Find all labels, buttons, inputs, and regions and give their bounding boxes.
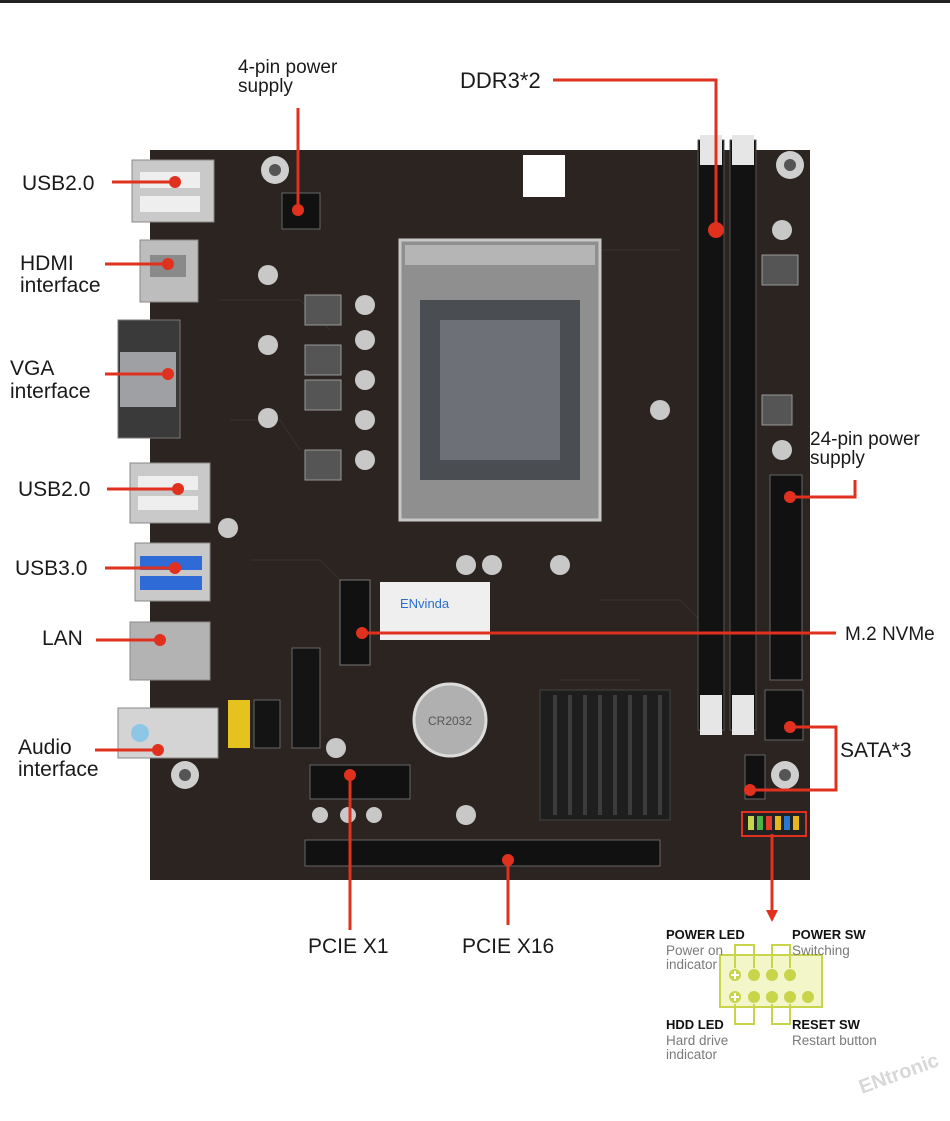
hdd-led-desc-1: Hard drive: [666, 1033, 729, 1048]
label-vga-line2: interface: [10, 380, 91, 403]
label-24pin-line2: supply: [810, 448, 865, 469]
label-audio-line2: interface: [18, 758, 99, 781]
label-hdmi-line1: HDMI: [20, 252, 74, 275]
label-hdmi-line2: interface: [20, 274, 101, 297]
front-panel-pin-diagram: [719, 944, 823, 1025]
battery-text: CR2032: [428, 714, 472, 728]
label-ddr3: DDR3*2: [460, 68, 541, 93]
label-audio-line1: Audio: [18, 736, 72, 759]
audio-header: [228, 700, 250, 748]
power-led-desc-1: Power on: [666, 943, 724, 958]
arrow-head: [766, 910, 778, 922]
hdd-led-title: HDD LED: [666, 1017, 724, 1032]
cmos-battery: [412, 682, 488, 758]
label-lan: LAN: [42, 627, 83, 650]
label-pcie-x16: PCIE X16: [462, 935, 555, 958]
label-usb20-top: USB2.0: [22, 172, 95, 195]
label-24pin-line1: 24-pin power: [810, 429, 920, 450]
callout-lines: [95, 78, 857, 930]
callout-dots: [152, 176, 796, 866]
pcie-x16-slot: [304, 839, 661, 867]
label-m2-nvme: M.2 NVMe: [845, 624, 935, 645]
hdd-led-desc-2: indicator: [666, 1047, 718, 1062]
chipset-heatsink: [539, 689, 671, 821]
front-panel-header: [741, 811, 807, 837]
label-4pin-line2: supply: [238, 76, 293, 97]
reset-sw-title: RESET SW: [792, 1017, 860, 1032]
sata-ports: [744, 689, 804, 800]
label-vga-line1: VGA: [10, 357, 55, 380]
label-pcie-x1: PCIE X1: [308, 935, 389, 958]
label-usb30: USB3.0: [15, 557, 88, 580]
top-border: [0, 0, 950, 3]
pcie-x1-slot: [309, 764, 411, 800]
reset-sw-desc: Restart button: [792, 1033, 877, 1048]
usb-header: [253, 699, 281, 749]
m2-sticker: [380, 582, 490, 640]
power-led-title: POWER LED: [666, 927, 745, 942]
power-sw-title: POWER SW: [792, 927, 866, 942]
mounting-holes: [171, 151, 804, 789]
power-sw-desc: Switching: [792, 943, 850, 958]
m2-slot: [339, 579, 371, 666]
vrm-area: [218, 220, 799, 825]
label-4pin-line1: 4-pin power: [238, 57, 338, 78]
atx-24pin-connector: [769, 474, 803, 681]
qr-code: [523, 155, 565, 197]
usb3-header: [291, 647, 321, 749]
power-led-desc-2: indicator: [666, 957, 718, 972]
brand-text: ENvinda: [400, 596, 450, 611]
label-sata: SATA*3: [840, 739, 912, 762]
label-usb20-mid: USB2.0: [18, 478, 91, 501]
cpu-socket: [398, 238, 602, 522]
